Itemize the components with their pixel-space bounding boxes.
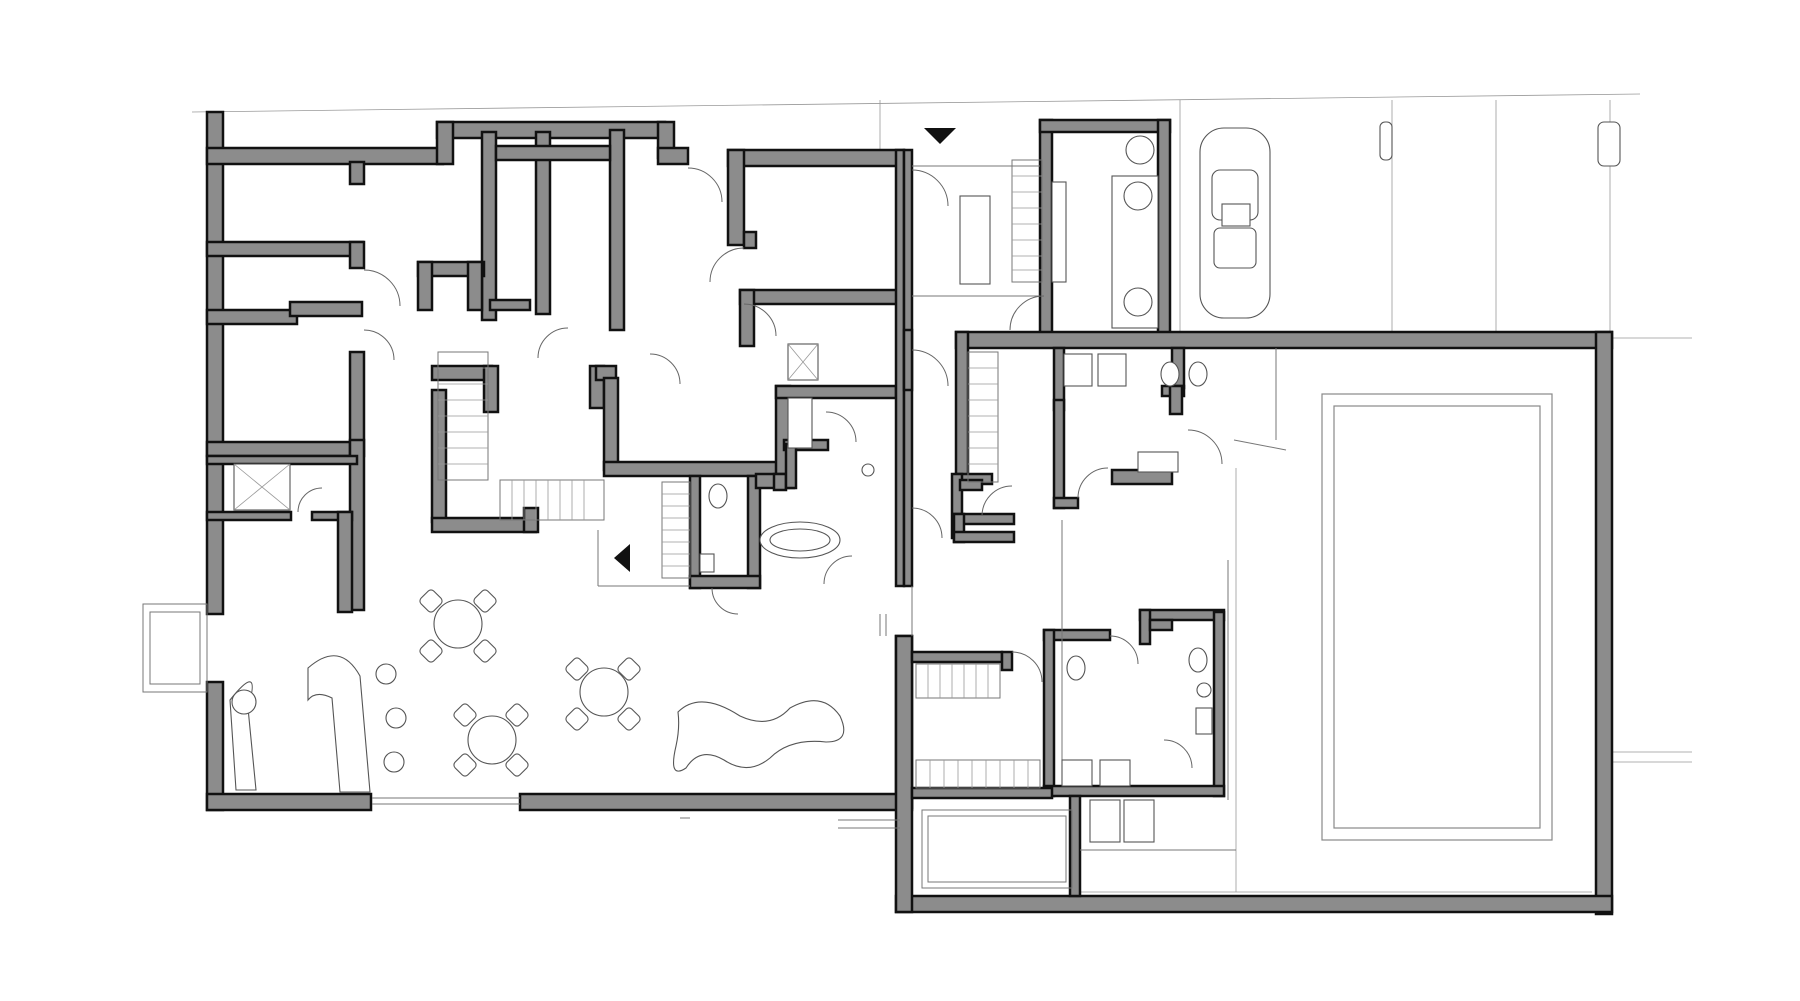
wall-south-2 (518, 792, 914, 812)
wall-east-e (1594, 330, 1614, 916)
wall-east-n (954, 330, 1614, 350)
wall-east-4 (738, 288, 756, 348)
interior-lines (372, 165, 1287, 889)
wall-ew-5 (1052, 398, 1066, 510)
entry-arrow-icon-2 (614, 544, 630, 572)
stairs-icon (437, 159, 1043, 789)
car-icon (1199, 127, 1271, 319)
west-bay (142, 603, 208, 693)
wall-bath-6 (784, 442, 798, 490)
wall-room-a (205, 240, 365, 258)
bathroom-fixtures (233, 181, 1213, 843)
wall-ew-10 (1168, 384, 1184, 416)
wall-bed-mid (205, 510, 293, 522)
entry-arrow-icon (924, 128, 956, 144)
wall-corr-1 (348, 160, 366, 186)
west-bay-inner (149, 611, 201, 685)
wall-lb-e (1212, 610, 1226, 798)
wall-ls-m (1068, 794, 1082, 898)
wall-bath-1 (688, 474, 702, 590)
wall-lb-div (1138, 608, 1152, 646)
doors (297, 167, 1223, 769)
wall-bath-2 (746, 474, 762, 590)
wall-sw-1 (902, 328, 914, 392)
wall-east-s (894, 894, 1614, 914)
site-lines (191, 93, 1692, 893)
wall-bed-side (336, 510, 354, 614)
wall-room-c (205, 440, 359, 458)
dining-set-icon (419, 589, 641, 777)
wall-bath-5 (772, 472, 788, 492)
wall-core-6 (416, 260, 434, 312)
wall-bath-3 (688, 574, 762, 590)
glazing (680, 614, 900, 829)
wall-east-3 (738, 288, 902, 306)
wall-ew-6 (1052, 496, 1080, 510)
wall-east-2 (742, 230, 758, 250)
garage-equipment (959, 135, 1159, 329)
wall-north-jog-a (435, 120, 455, 166)
wall-core-1 (480, 130, 498, 322)
wall-core-3 (608, 128, 626, 332)
wall-garage-n (1038, 118, 1172, 134)
sink-icon (699, 553, 715, 573)
wall-garage-e (1156, 118, 1172, 336)
wall-bed-top (205, 454, 359, 466)
wall-north-1 (205, 146, 445, 166)
wall-west-upper (205, 110, 225, 616)
bollards (1379, 121, 1621, 167)
wall-south-1 (205, 792, 373, 812)
wall-ls-n2 (1000, 650, 1014, 672)
wall-east-1 (726, 148, 746, 247)
wall-ew-1 (954, 330, 970, 484)
pool-icon (1321, 393, 1553, 841)
wall-sw-5 (952, 530, 1016, 544)
wall-lb-div2 (1148, 618, 1174, 632)
wall-core-8 (488, 298, 532, 312)
wall-room-a2 (348, 240, 366, 270)
wall-room-b (205, 308, 299, 326)
wall-north-4 (656, 146, 690, 166)
wall-core-2 (534, 130, 552, 316)
walls (142, 110, 1614, 916)
wall-lb-n2 (1138, 608, 1226, 622)
wall-sw-2 (958, 478, 984, 492)
wall-lb-w (1042, 628, 1056, 798)
wall-core-7 (466, 260, 484, 312)
garage-stair-counter (1051, 181, 1067, 283)
wall-hall-2 (430, 388, 448, 524)
wall-north-5 (726, 148, 906, 168)
lounge-furniture (229, 655, 407, 793)
sofa-icon (307, 655, 371, 793)
wall-mid-4 (774, 384, 898, 400)
wall-mid-1 (602, 376, 620, 472)
wall-core-4 (494, 144, 612, 162)
wall-east-w (894, 634, 914, 914)
wall-west-lower (205, 680, 225, 812)
stool (375, 663, 397, 685)
toilet-icon (708, 483, 728, 509)
organic-rug (673, 700, 845, 772)
wall-stair-l2 (482, 364, 500, 414)
wall-ls-n (910, 650, 1004, 664)
wall-room-b2 (288, 300, 364, 318)
wall-ls-s (910, 786, 1054, 800)
wall-lb-s (1042, 784, 1226, 798)
barrel (231, 689, 257, 715)
